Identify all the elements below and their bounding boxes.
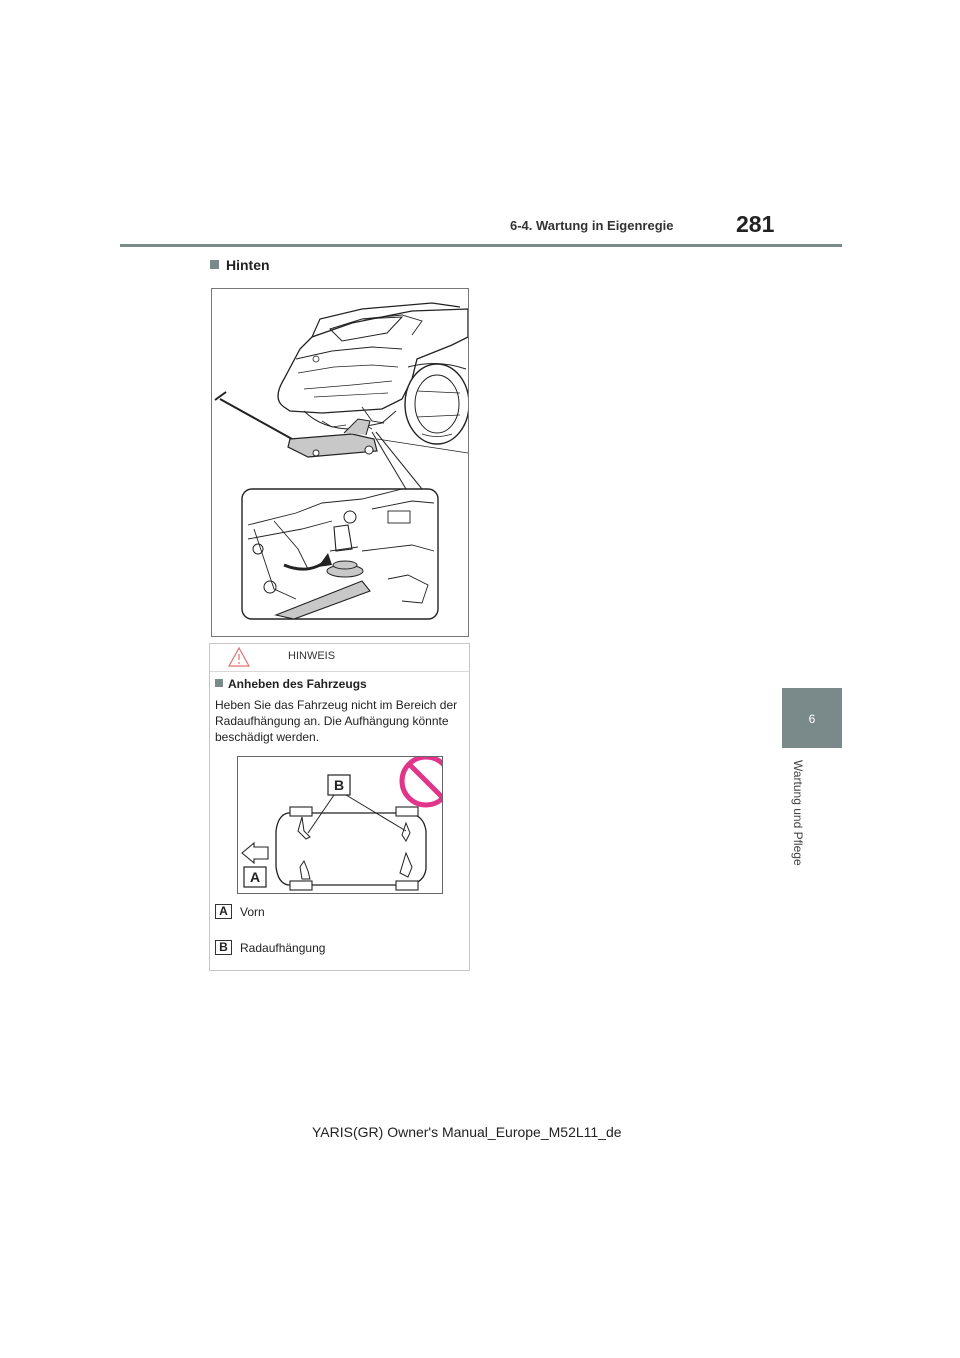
notice-subheading: Anheben des Fahrzeugs [215,677,367,691]
warning-triangle-icon [228,647,250,667]
header-divider [120,244,842,247]
notice-body: Heben Sie das Fahrzeug nicht im Bereich … [215,698,458,744]
legend-label-front: Vorn [240,905,265,919]
notice-subheading-text: Anheben des Fahrzeugs [228,677,367,691]
legend-key-b: B [215,940,232,955]
car-top-view-drawing: B A [241,754,453,891]
bullet-square-icon [215,679,223,687]
page-number: 281 [736,211,775,237]
chapter-side-title: Wartung und Pflege [783,760,805,890]
notice-box: HINWEIS Anheben des Fahrzeugs Heben Sie … [209,643,470,971]
chapter-number: 6 [808,712,816,726]
notice-header: HINWEIS [210,644,469,672]
header-section-title: 6-4. Wartung in Eigenregie [510,218,674,233]
legend-label-suspension: Radaufhängung [240,941,326,955]
footer-manual-id: YARIS(GR) Owner's Manual_Europe_M52L11_d… [312,1124,622,1140]
bullet-square-icon [210,260,219,269]
section-heading-text: Hinten [226,257,270,273]
notice-title: HINWEIS [288,650,336,662]
suspension-warning-diagram: B A [237,754,453,894]
rear-jacking-drawing [214,302,470,620]
rear-jack-illustration [211,288,470,637]
chapter-tab [782,688,842,748]
section-heading: Hinten [210,257,270,273]
label-b: B [334,777,344,793]
label-a: A [250,869,260,885]
chapter-side-title-text: Wartung und Pflege [791,760,805,866]
legend-key-a: A [215,904,232,919]
